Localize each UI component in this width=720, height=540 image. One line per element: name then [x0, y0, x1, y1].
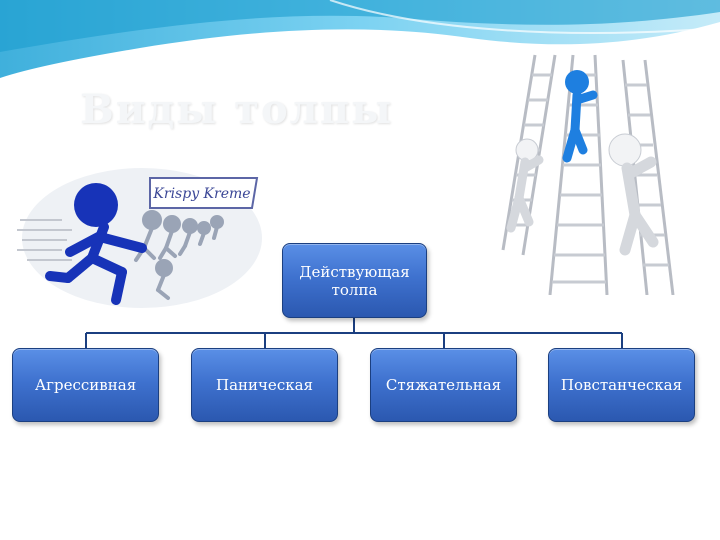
root-node-label: Действующая толпа	[299, 262, 410, 299]
ladder-climbers-illustration	[501, 54, 675, 295]
krispy-kreme-sign: Krispy Kreme	[149, 177, 259, 209]
blue-runner-figure	[45, 183, 147, 305]
child-node-acquisitive: Стяжательная	[370, 348, 517, 422]
blue-climber-figure	[562, 70, 598, 163]
child-node-insurgent: Повстанческая	[548, 348, 695, 422]
child-node-panic: Паническая	[191, 348, 338, 422]
running-crowd-illustration: Krispy Kreme	[17, 168, 262, 308]
child-node-label: Повстанческая	[560, 376, 683, 394]
slide-title: Виды толпы	[80, 86, 394, 133]
header-wave-banner	[0, 0, 720, 78]
child-node-label: Агрессивная	[34, 376, 137, 394]
sign-label: Krispy Kreme	[152, 186, 250, 202]
child-node-aggressive: Агрессивная	[12, 348, 159, 422]
child-node-label: Стяжательная	[385, 376, 502, 394]
white-climber-figure-right	[608, 133, 659, 256]
root-node-acting-crowd: Действующая толпа	[282, 243, 427, 318]
child-node-label: Паническая	[216, 376, 313, 394]
white-climber-figure-left	[506, 138, 544, 233]
